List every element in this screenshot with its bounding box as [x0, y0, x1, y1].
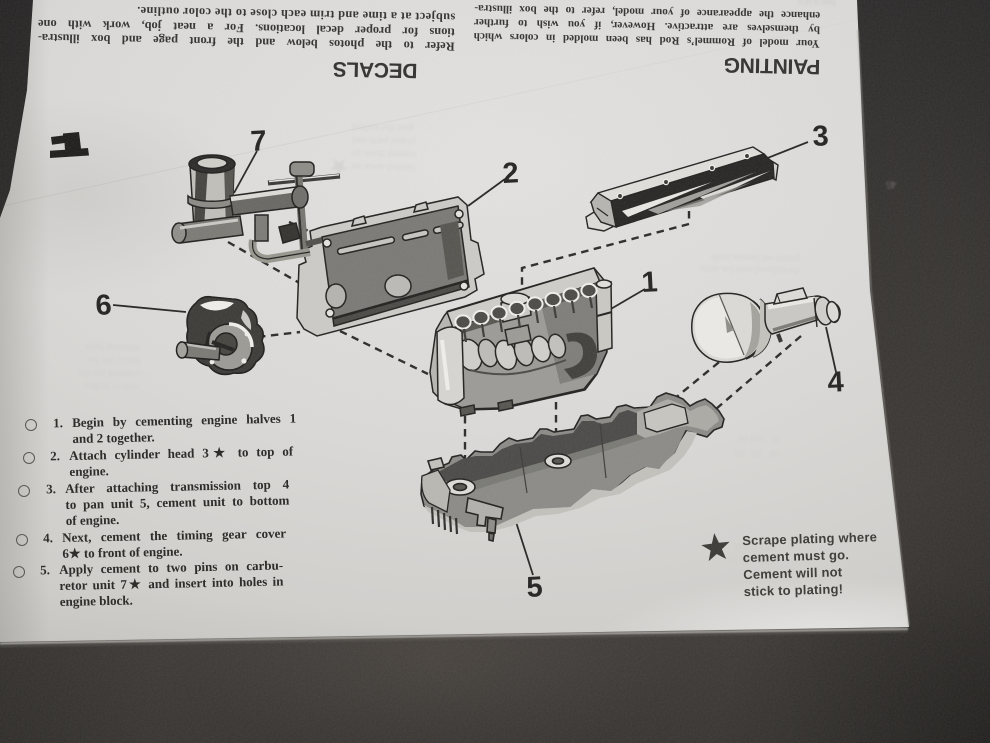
svg-text:7: 7	[250, 125, 268, 158]
svg-text:5: 5	[526, 571, 544, 604]
svg-text:3: 3	[812, 120, 830, 153]
svg-text:4: 4	[827, 366, 845, 399]
svg-text:1: 1	[641, 266, 659, 299]
svg-text:2: 2	[502, 157, 520, 190]
svg-text:6: 6	[95, 289, 113, 322]
